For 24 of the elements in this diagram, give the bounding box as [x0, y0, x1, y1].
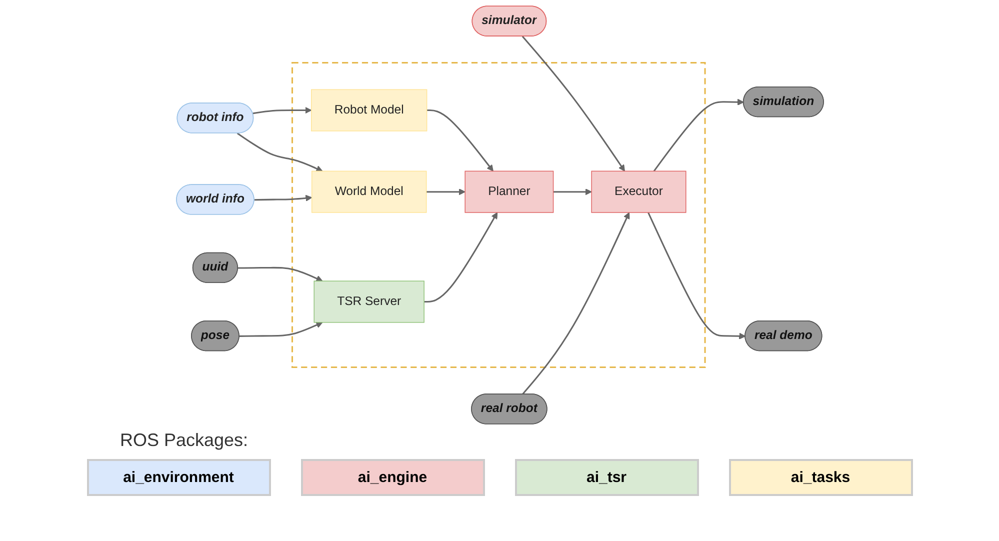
arrow [254, 194, 312, 202]
arrow [552, 188, 592, 196]
legend-swatch: ai_tasks [728, 459, 912, 496]
arrow [652, 98, 744, 172]
arrow [521, 36, 624, 172]
arrow [424, 212, 498, 302]
node-box: Executor [590, 170, 686, 213]
node-box: TSR Server [313, 280, 424, 323]
node-box: Planner [464, 170, 554, 213]
arrow [252, 106, 312, 114]
legend-swatch: ai_engine [300, 459, 484, 496]
arrow [238, 322, 322, 337]
arrow [647, 212, 746, 340]
arrow [521, 212, 630, 395]
legend-swatch: ai_tsr [514, 459, 698, 496]
arrow [237, 266, 322, 282]
arrow [426, 110, 493, 172]
node-box: Robot Model [310, 89, 427, 132]
arrow [426, 188, 465, 196]
node-box: World Model [310, 170, 426, 213]
cluster [290, 62, 706, 368]
arrow [236, 132, 322, 172]
legend-heading: ROS Packages: [120, 430, 248, 451]
legend-swatch: ai_environment [86, 459, 270, 496]
